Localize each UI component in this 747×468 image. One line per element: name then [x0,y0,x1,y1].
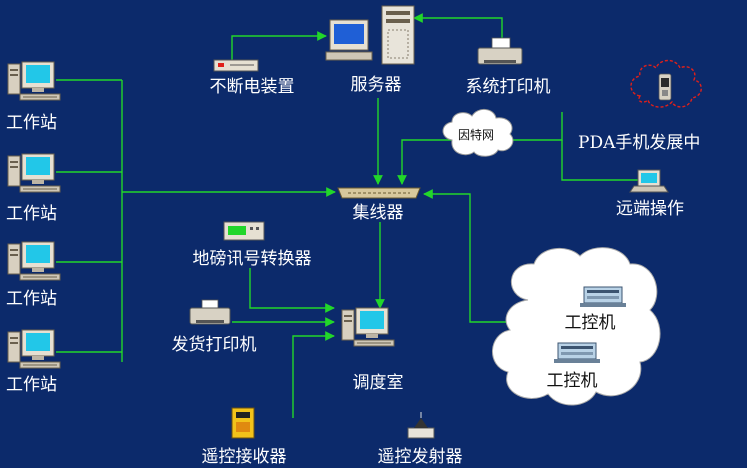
industrial-pc-2-label: 工控机 [547,371,598,391]
internet-to-pda-link [510,112,563,141]
remote-receiver-label: 遥控接收器 [202,447,287,467]
connections [56,13,638,418]
server-tower-icon [325,5,415,65]
server: 服务器 [325,5,415,95]
ups: 不断电装置 [210,59,295,97]
workstation: 工作站 [6,329,61,395]
workstation-4-label: 工作站 [6,375,57,395]
workstation-1-label: 工作站 [6,113,57,133]
printer-icon [477,37,523,65]
weighbridge-converter: 地磅讯号转换器 [193,221,312,269]
remote-transmitter-icon [407,412,435,439]
internet-label: 因特网 [458,127,494,142]
desktop-computer-icon [341,307,395,347]
desktop-computer-icon [7,329,61,369]
hub: 集线器 [337,187,421,223]
internet-cloud: 因特网 [442,109,514,157]
industrial-pc-1-label: 工控机 [565,313,616,333]
desktop-computer-icon [7,241,61,281]
pda-label: PDA手机发展中 [578,133,700,153]
workstation: 工作站 [6,153,61,224]
shipping-printer: 发货打印机 [172,299,257,355]
remote-operation-label: 远端操作 [616,199,684,219]
remote-operation: 远端操作 [616,169,684,219]
ups-device-icon [213,59,259,72]
shipping-printer-label: 发货打印机 [172,335,257,355]
remote-transmitter-label: 遥控发射器 [378,447,463,467]
converter-to-dispatch-link [249,268,335,313]
industrial-pc-icon [580,286,626,307]
dispatch-room-label: 调度室 [353,373,404,393]
ups-to-server-link [231,31,327,62]
signal-converter-icon [223,221,265,241]
system-printer-label: 系统打印机 [466,77,551,97]
desktop-computer-icon [7,153,61,193]
dispatch-room: 调度室 [341,307,404,393]
internet-to-remote-link [561,140,638,181]
workstation-2-label: 工作站 [6,204,57,224]
industrial-to-hub-link [423,189,528,323]
remote-receiver: 遥控接收器 [202,407,287,467]
hub-label: 集线器 [353,203,404,223]
weighbridge-converter-label: 地磅讯号转换器 [193,249,312,269]
workstation: 工作站 [6,241,61,309]
server-label: 服务器 [351,75,402,95]
pda-phone-icon [658,73,672,101]
desktop-computer-icon [7,61,61,101]
remote-transmitter: 遥控发射器 [378,412,463,467]
ups-label: 不断电装置 [210,77,295,97]
system-printer: 系统打印机 [466,37,551,97]
workstation-3-label: 工作站 [6,289,57,309]
internet-to-hub-link [397,139,458,185]
network-hub-icon [337,187,421,199]
remote-receiver-icon [231,407,255,439]
printer-icon [189,299,231,325]
industrial-pc-icon [554,342,600,363]
printer-to-server-link [413,13,503,42]
laptop-icon [629,169,669,193]
pda-cloud [630,59,702,108]
workstation: 工作站 [6,61,61,133]
receiver-to-dispatch-link [292,331,335,418]
industrial-cloud: 工控机 工控机 [492,247,661,406]
